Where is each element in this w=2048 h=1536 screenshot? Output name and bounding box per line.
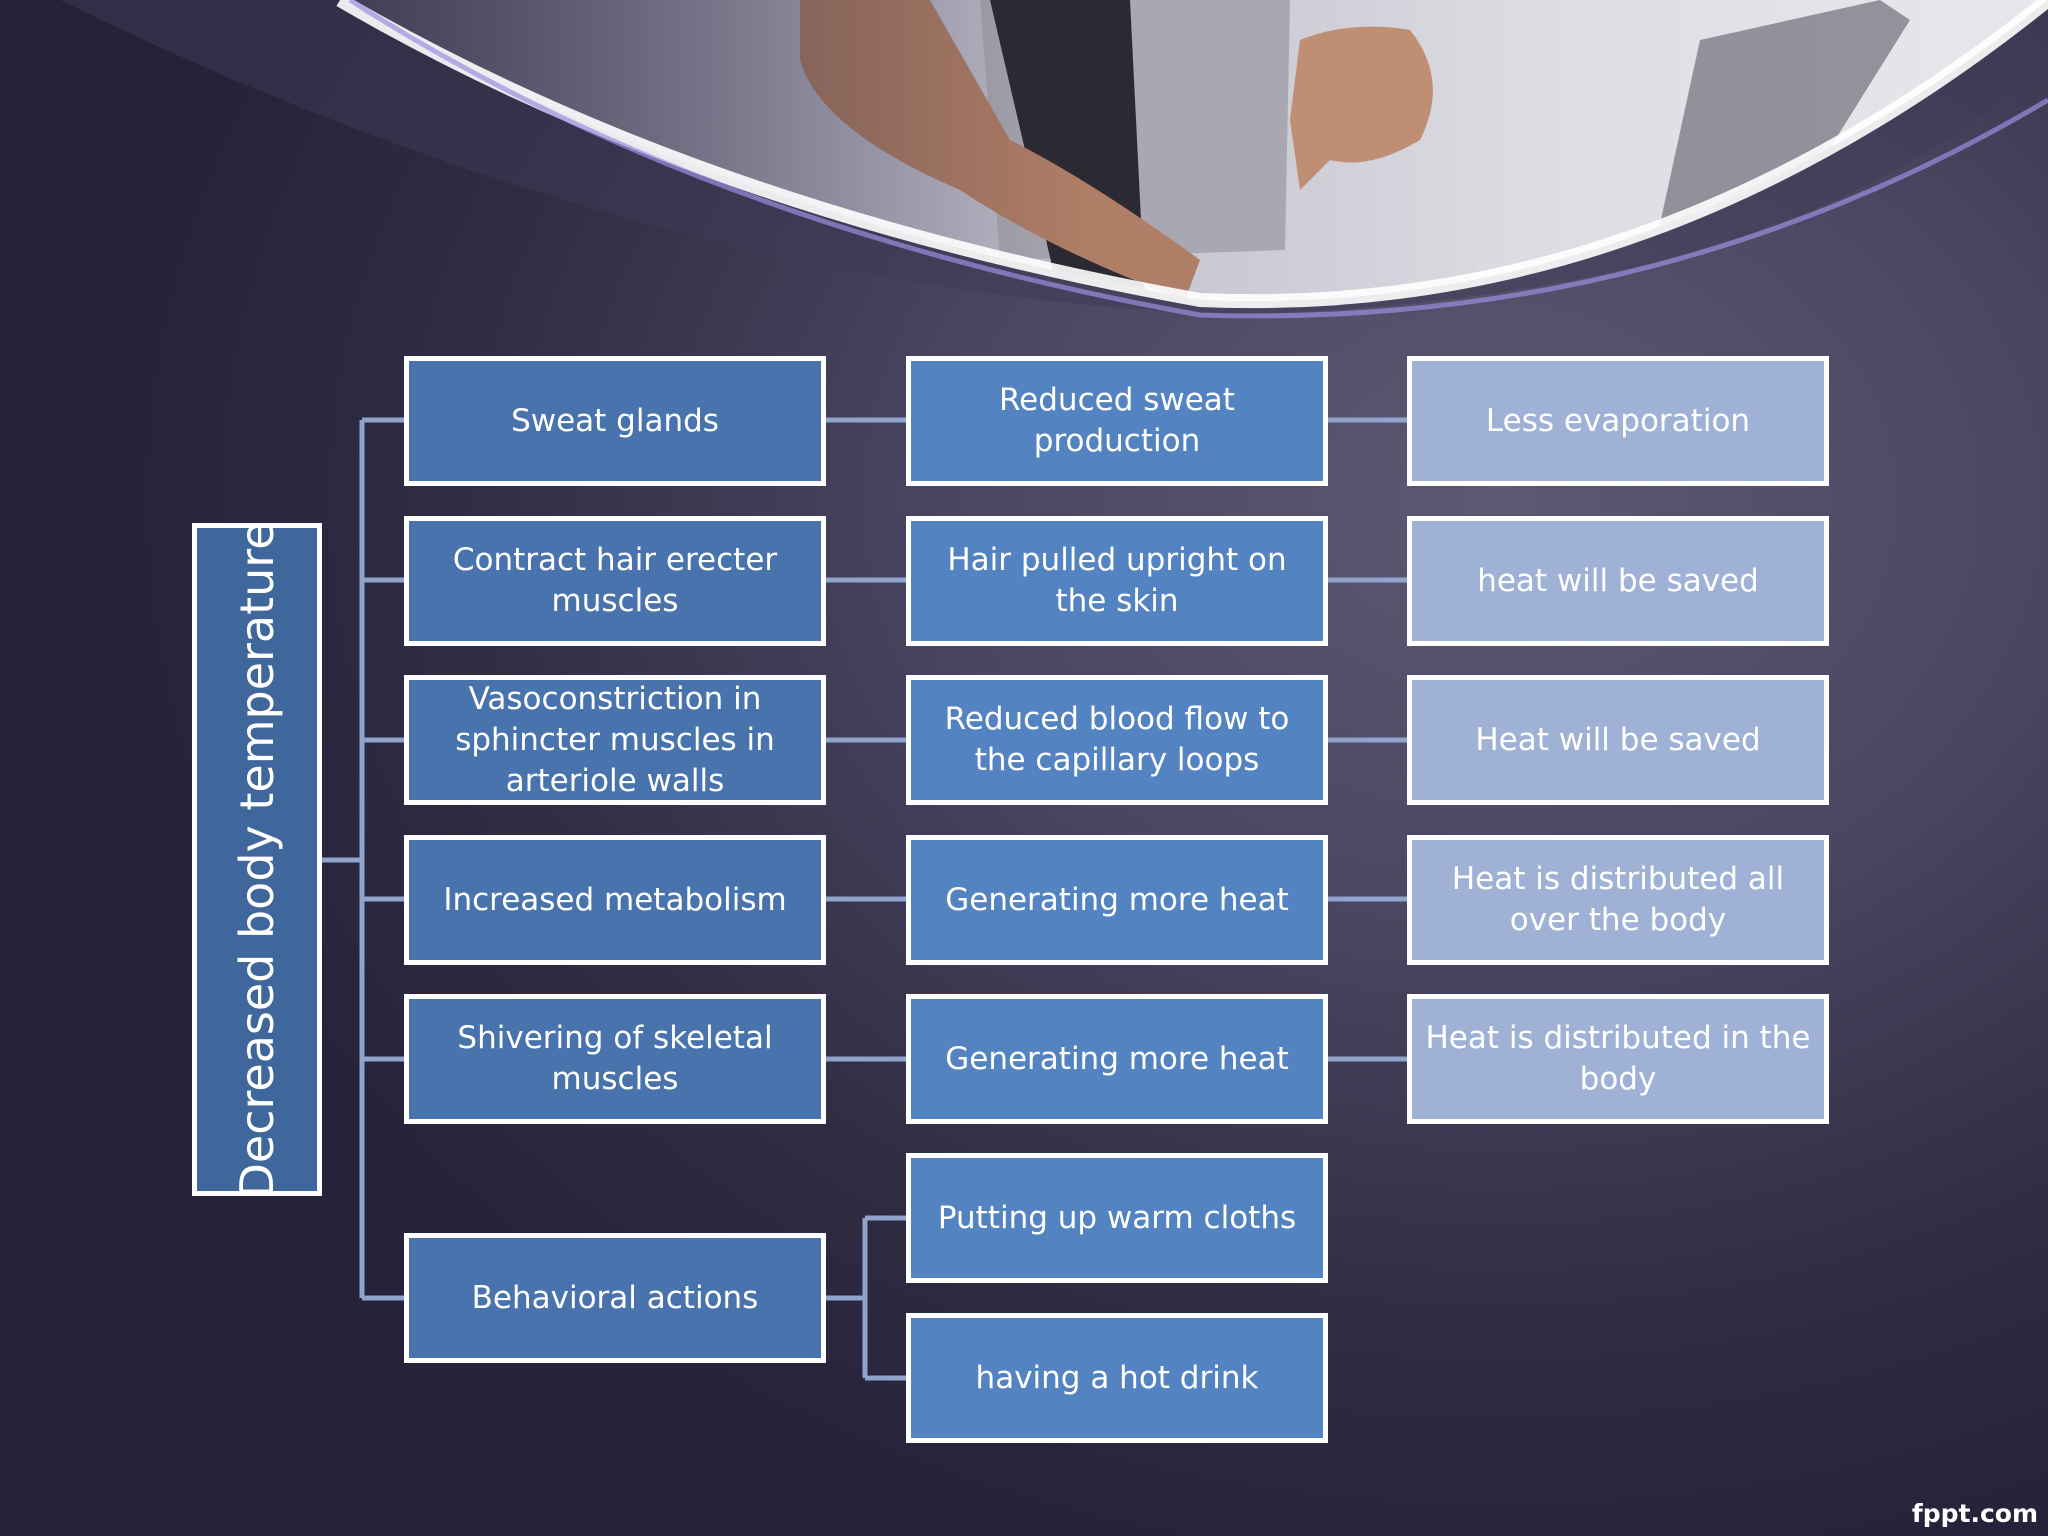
result-node-heat-saved: heat will be saved [1407,516,1829,646]
response-label: Putting up warm cloths [937,1199,1297,1236]
effector-label: Contract hair erecter muscles [452,542,778,619]
effector-label: Vasoconstriction in sphincter muscles in… [455,680,775,799]
effector-label: Increased metabolism [443,881,787,918]
response-node-warm-cloths: Putting up warm cloths [906,1153,1328,1283]
effector-node-behavioral-actions: Behavioral actions [404,1233,826,1363]
effector-label: Behavioral actions [471,1279,759,1316]
response-node-generating-heat: Generating more heat [906,835,1328,965]
effector-node-shivering: Shivering of skeletal muscles [404,994,826,1124]
root-node: Decreased body temperature [192,520,322,1199]
effector-label: Shivering of skeletal muscles [457,1020,773,1097]
response-node-reduced-blood-flow: Reduced blood flow to the capillary loop… [906,675,1328,805]
root-label: Decreased body temperature [230,520,284,1199]
result-node-heat-distributed: Heat is distributed all over the body [1407,835,1829,965]
response-node-reduced-sweat: Reduced sweat production [906,356,1328,486]
response-label: Generating more heat [945,881,1289,918]
effector-node-hair-erecter: Contract hair erecter muscles [404,516,826,646]
response-label: Reduced blood flow to the capillary loop… [944,701,1290,778]
result-label: heat will be saved [1477,562,1759,599]
result-node-heat-saved-2: Heat will be saved [1407,675,1829,805]
watermark: fppt.com [1911,1499,2038,1528]
result-node-heat-distributed-2: Heat is distributed in the body [1407,994,1829,1124]
response-node-hair-upright: Hair pulled upright on the skin [906,516,1328,646]
result-label: Heat is distributed all over the body [1451,861,1785,938]
response-label: Reduced sweat production [999,382,1235,459]
result-label: Less evaporation [1485,402,1751,439]
response-node-generating-heat-2: Generating more heat [906,994,1328,1124]
result-node-less-evaporation: Less evaporation [1407,356,1829,486]
effector-node-vasoconstriction: Vasoconstriction in sphincter muscles in… [404,675,826,805]
response-node-hot-drink: having a hot drink [906,1313,1328,1443]
response-label: Generating more heat [945,1040,1289,1077]
response-label: Hair pulled upright on the skin [947,542,1287,619]
effector-node-increased-metabolism: Increased metabolism [404,835,826,965]
effector-node-sweat-glands: Sweat glands [404,356,826,486]
effector-label: Sweat glands [511,402,719,439]
header-photo [0,0,2048,319]
response-label: having a hot drink [975,1359,1259,1396]
result-label: Heat will be saved [1475,721,1761,758]
result-label: Heat is distributed in the body [1425,1020,1811,1097]
